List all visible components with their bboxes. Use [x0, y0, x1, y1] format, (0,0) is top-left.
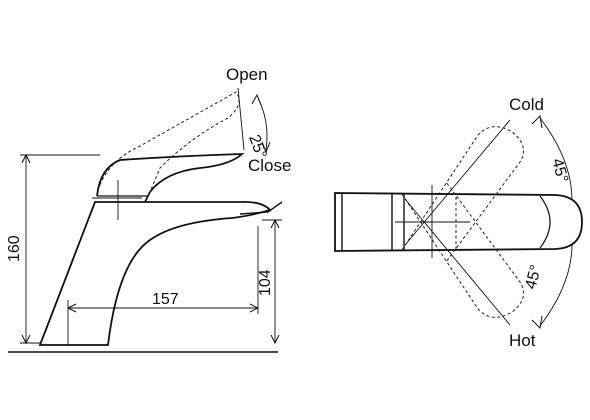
spout-height-label: 104 [257, 269, 274, 296]
faucet-body-outline [38, 201, 272, 346]
hot-angle-label: 45° [522, 263, 545, 291]
cold-angle-arc [539, 117, 573, 201]
open-label: Open [226, 65, 268, 84]
spout-outlet [239, 201, 283, 215]
hot-arrowhead [531, 315, 543, 330]
lever-open-ghost [99, 91, 240, 193]
top-ray-cold [404, 119, 511, 246]
top-handle-outline [334, 192, 583, 252]
cold-angle-label: 45° [548, 157, 571, 185]
top-handle-curve [539, 195, 551, 249]
lever-handle [96, 153, 245, 203]
top-ray-hot [404, 198, 511, 326]
close-label: Close [248, 156, 291, 175]
spout-height-arrow-top [270, 218, 280, 229]
angle-arrowhead-top [251, 93, 262, 106]
angle-ray-open [237, 87, 245, 151]
spout-height-arrow-bottom [270, 334, 280, 345]
top-handle-hot-ghost [401, 181, 525, 318]
height-arrow-top [21, 153, 31, 164]
top-handle-cold-ghost [401, 126, 525, 263]
top-view: Cold Hot 45° 45° [334, 95, 583, 350]
reach-arrow-left [66, 303, 77, 313]
spout-reach-label: 157 [152, 291, 179, 308]
angle-arrowhead [261, 141, 271, 154]
cold-arrowhead [531, 114, 543, 129]
cold-label: Cold [509, 95, 544, 114]
reach-arrow-right [249, 303, 260, 313]
height-total-label: 160 [6, 235, 23, 262]
hot-label: Hot [509, 331, 536, 350]
hot-angle-arc [539, 243, 573, 327]
side-view: Open Close 25° 160 104 157 [6, 65, 291, 353]
height-arrow-bottom [21, 334, 31, 345]
